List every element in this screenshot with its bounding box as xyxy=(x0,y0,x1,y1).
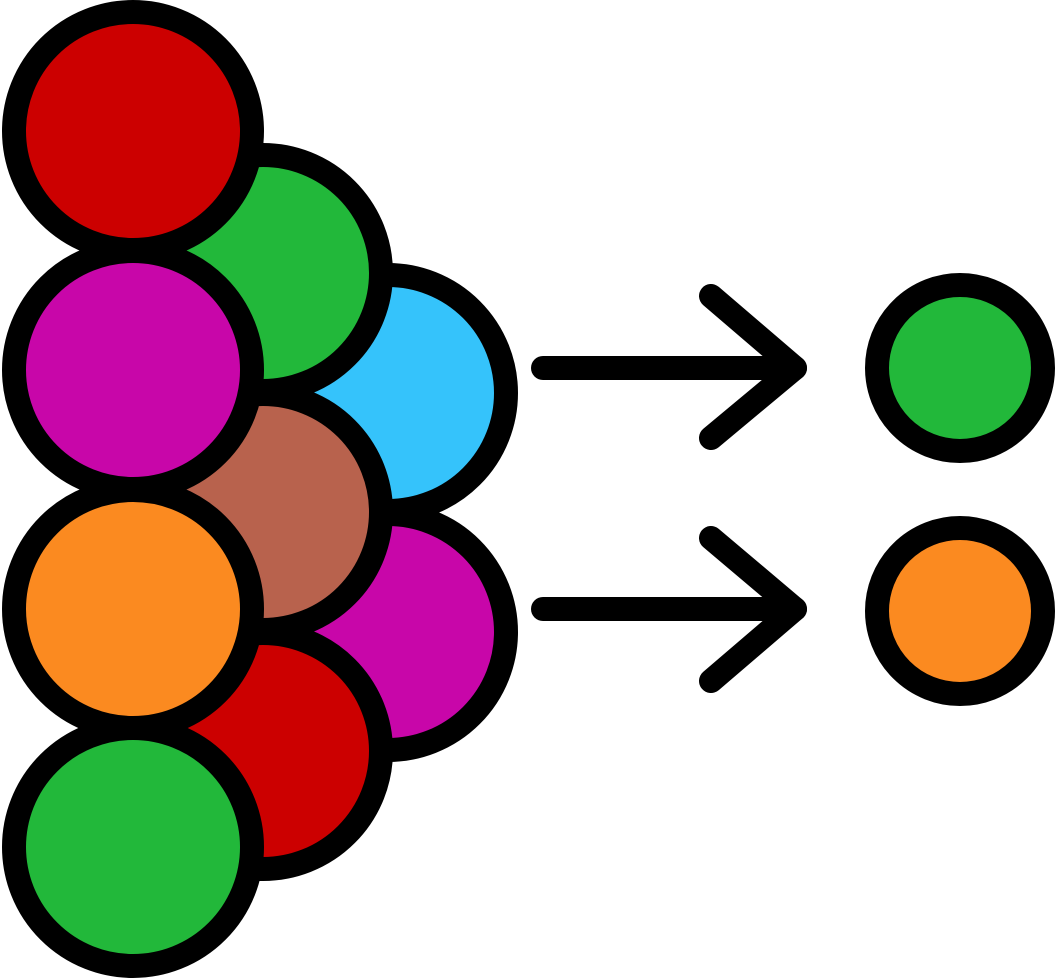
ball-magenta-upper xyxy=(2,239,264,501)
result-ball-green xyxy=(865,273,1055,463)
result-ball-orange xyxy=(865,516,1055,706)
arrows-group xyxy=(531,284,807,693)
ball-red-top xyxy=(2,0,264,262)
input-balls-group xyxy=(2,0,518,978)
ball-green-bottom xyxy=(2,716,264,978)
ball-orange xyxy=(2,478,264,740)
arrow-lower-icon xyxy=(531,526,807,693)
output-balls-group xyxy=(865,273,1055,706)
arrow-upper-icon xyxy=(531,284,807,450)
